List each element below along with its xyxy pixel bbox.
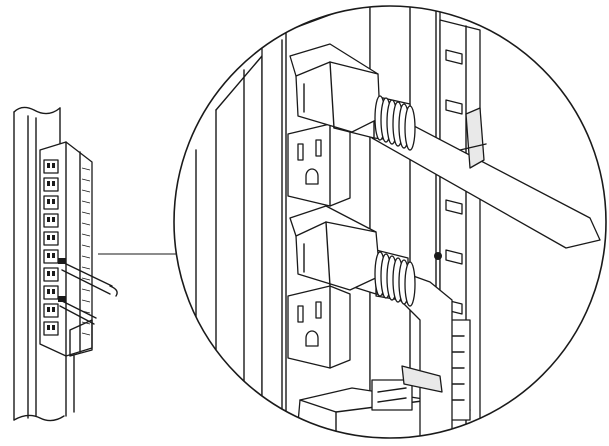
overview-outlet (43, 285, 59, 300)
rail-slot (445, 99, 463, 115)
overview-outlet (43, 267, 59, 282)
overview-outlet (43, 249, 59, 264)
rail-slot (445, 49, 463, 65)
empty-outlet (287, 285, 351, 369)
outlet-prong-slot (297, 143, 304, 161)
magnifier-circle (173, 5, 607, 439)
outlet-prong-slot (315, 139, 322, 157)
outlet-ground-hole (305, 330, 319, 347)
magnified-detail (173, 5, 607, 439)
overview-outlet (43, 231, 59, 246)
overview-outlet (43, 303, 59, 318)
rack-overview (13, 106, 176, 422)
outlet-ground-hole (305, 168, 319, 185)
empty-outlet (287, 123, 351, 207)
rail-slot (445, 249, 463, 265)
lower-power-cord (289, 205, 453, 438)
overview-outlet (43, 195, 59, 210)
pdu-overview (39, 141, 118, 357)
strain-relief-ring (404, 261, 416, 307)
overview-outlet (43, 159, 59, 174)
overview-outlet (43, 321, 59, 336)
strain-relief-ring (404, 105, 416, 151)
upper-power-cord (289, 43, 601, 249)
overview-outlet (43, 177, 59, 192)
overview-outlet (43, 213, 59, 228)
rail-slot (445, 199, 463, 215)
outlet-prong-slot (297, 305, 304, 323)
outlet-prong-slot (315, 301, 322, 319)
